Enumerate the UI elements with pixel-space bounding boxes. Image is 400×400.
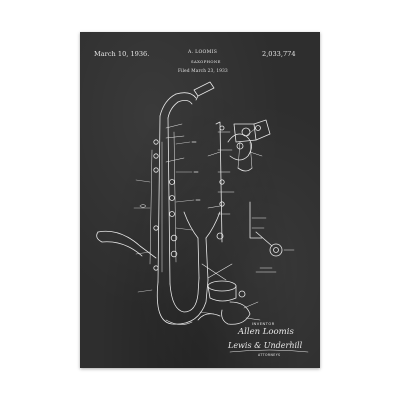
signature-underline (229, 349, 309, 353)
attorneys-label: ATTORNEYS (258, 353, 281, 357)
key-mechanism-figure (207, 121, 263, 243)
patent-poster: March 10, 1936. A. LOOMIS 2,033,774 SAXO… (80, 32, 320, 368)
patent-title: SAXOPHONE (191, 59, 221, 64)
patent-date: March 10, 1936. (94, 50, 150, 58)
filed-date: Filed March 23, 1933 (178, 68, 228, 73)
inventor-signature: Allen Loomis (238, 327, 294, 337)
attorney-signature: Lewis & Underhill (228, 341, 303, 350)
right-key-detail-figure (233, 119, 295, 257)
patent-drawing (96, 81, 309, 353)
figure-labels (139, 204, 277, 273)
bottom-detail-figure (197, 263, 261, 325)
patent-number: 2,033,774 (262, 50, 296, 58)
saxophone-figure (96, 81, 221, 325)
inventor-name: A. LOOMIS (188, 50, 218, 55)
inventor-label: INVENTOR (252, 322, 275, 326)
